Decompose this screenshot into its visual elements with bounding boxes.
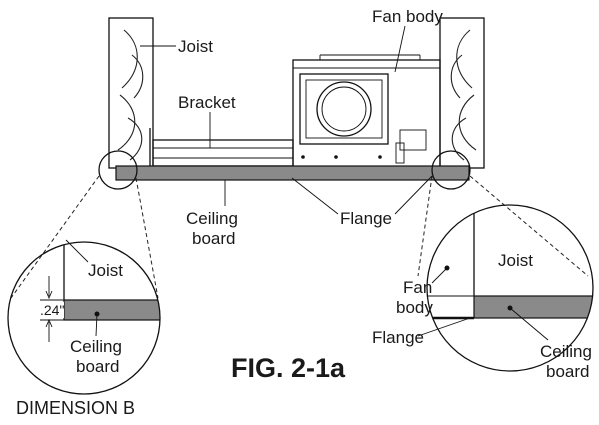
flange-label: Flange bbox=[340, 209, 392, 228]
left-detail-ceiling-board-1: Ceiling bbox=[70, 337, 122, 356]
right-detail-marker bbox=[431, 150, 471, 190]
fan-body-label: Fan body bbox=[372, 7, 443, 26]
ceiling-board bbox=[115, 165, 470, 181]
joist-label: Joist bbox=[178, 37, 213, 56]
right-detail: Joist Fan body Flange Ceiling board bbox=[372, 204, 594, 381]
left-detail: Joist .24" Ceiling board bbox=[7, 239, 161, 395]
bracket bbox=[149, 128, 294, 167]
fan-body bbox=[292, 54, 441, 175]
right-detail-ceiling-board-1: Ceiling bbox=[540, 342, 592, 361]
ceiling-board-label-2: board bbox=[192, 229, 235, 248]
right-detail-ceiling-board-2: board bbox=[546, 362, 589, 381]
left-detail-ceiling-board-2: board bbox=[76, 357, 119, 376]
left-detail-marker bbox=[98, 150, 138, 190]
right-detail-joist-label: Joist bbox=[498, 251, 533, 270]
right-joist bbox=[439, 17, 485, 169]
ceiling-board-label-1: Ceiling bbox=[186, 209, 238, 228]
dimension-value: .24" bbox=[40, 302, 64, 318]
figure-title: FIG. 2-1a bbox=[231, 353, 346, 383]
left-detail-joist-label: Joist bbox=[88, 261, 123, 280]
right-detail-flange-label: Flange bbox=[372, 328, 424, 347]
left-joist bbox=[108, 17, 154, 169]
bracket-label: Bracket bbox=[178, 93, 236, 112]
dimension-caption: DIMENSION B bbox=[16, 398, 135, 418]
right-detail-body-label: body bbox=[396, 298, 433, 317]
right-detail-fan-label: Fan bbox=[403, 278, 432, 297]
